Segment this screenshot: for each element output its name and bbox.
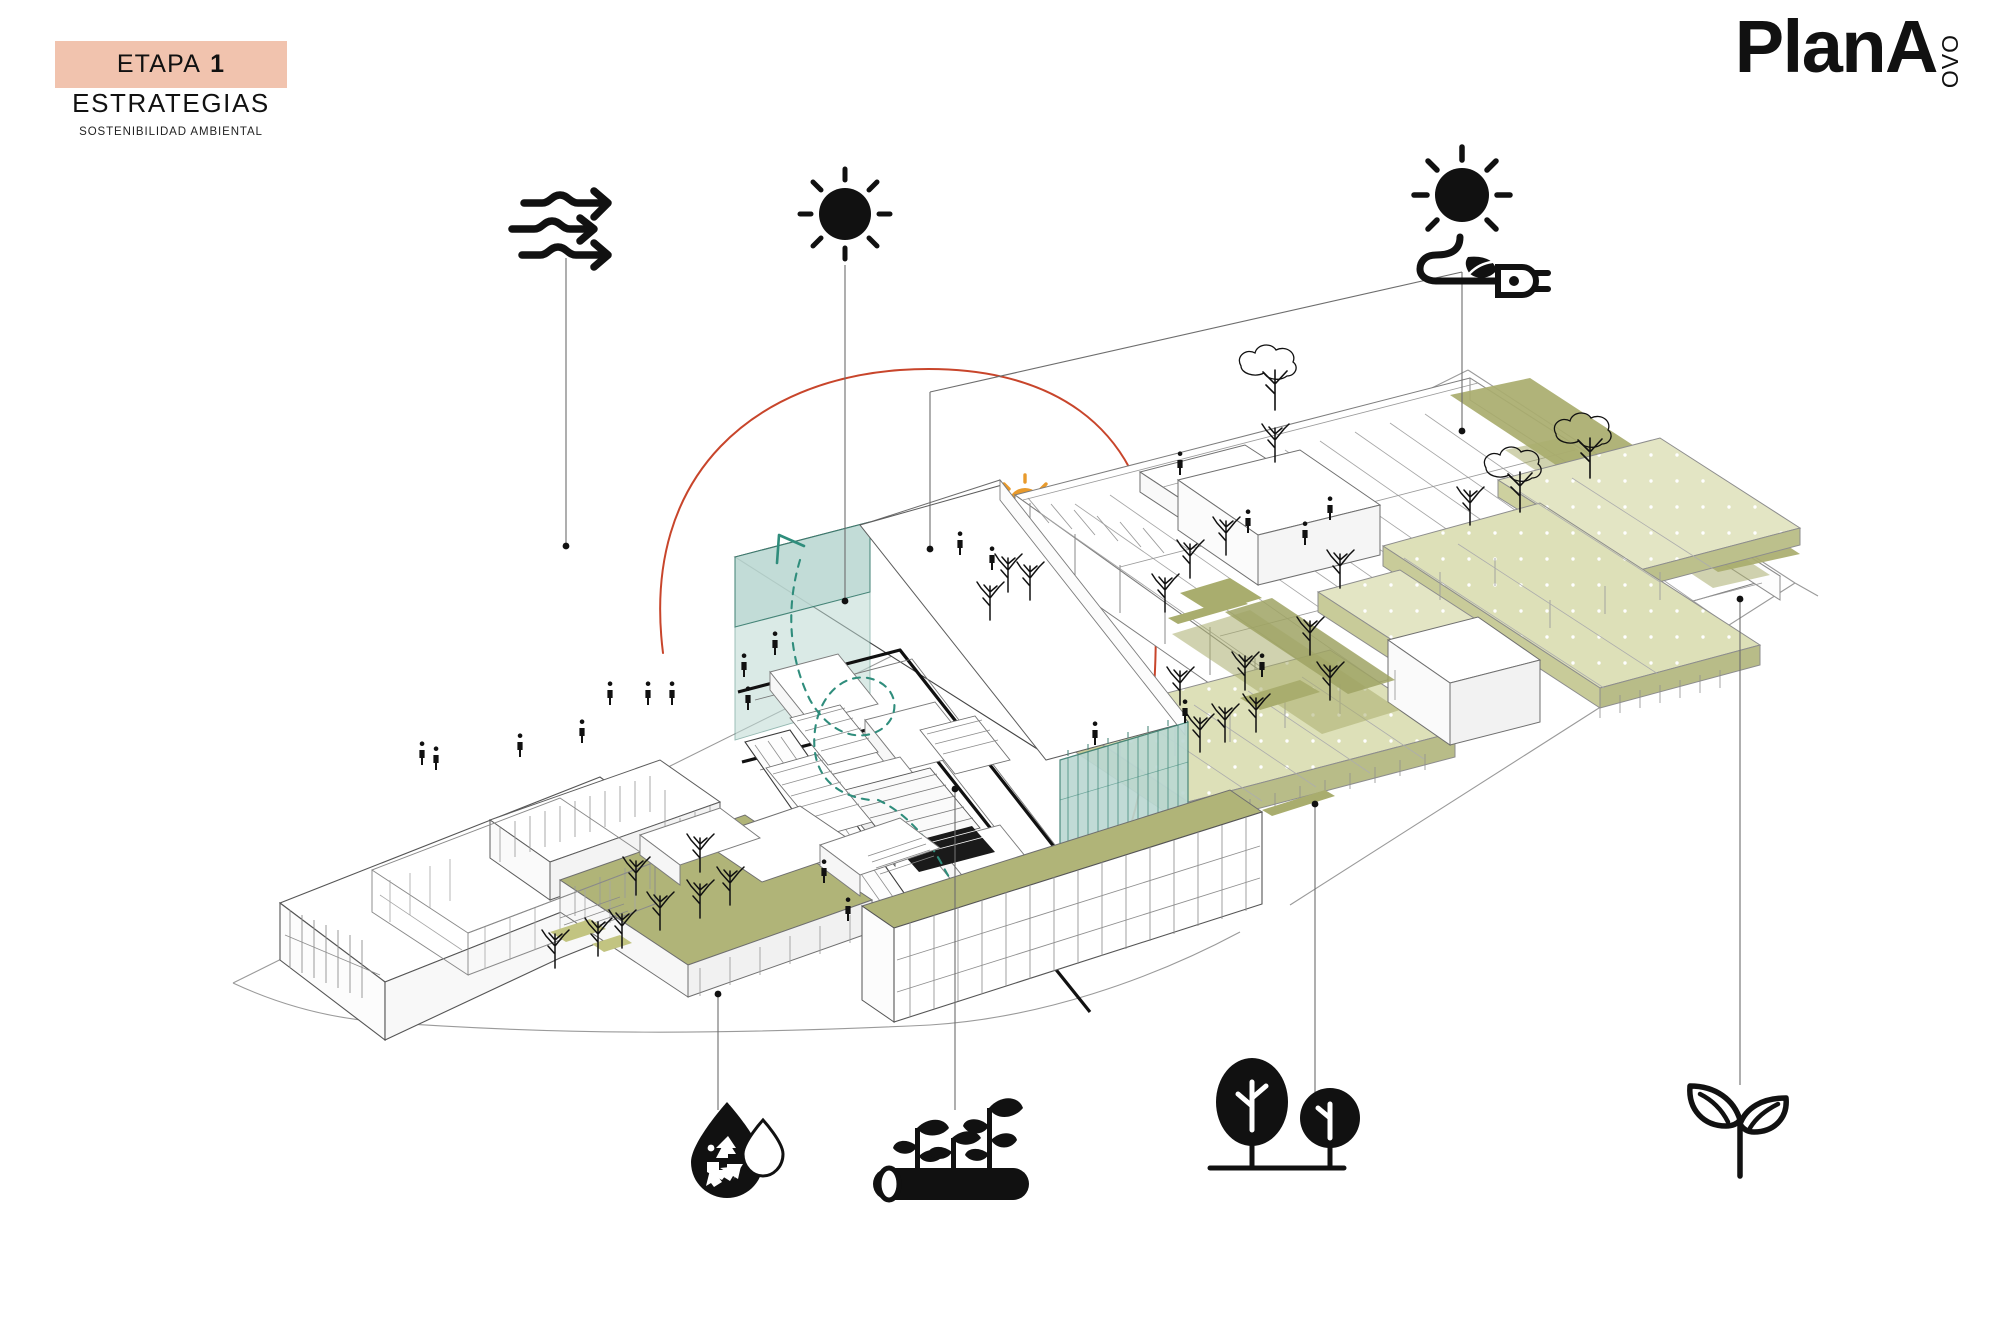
water-drop-recycle-icon [691,1102,785,1198]
stage-number: 1 [210,50,226,78]
leader-lines [565,258,1741,1110]
brand-logo: PlanA OVO [1734,5,1963,102]
green-roof-complex [1063,378,1802,828]
sprouts-planter-icon [873,1098,1029,1203]
leader-endpoints [562,427,1744,998]
page-title: ESTRATEGIAS [72,88,270,118]
page-subtitle: SOSTENIBILIDAD AMBIENTAL [79,126,263,138]
sun-plug-leaf-icon [1411,144,1551,298]
logo-wordmark: PlanA [1734,5,1939,88]
stage-label: ETAPA 1 [55,41,287,88]
stage-banner [55,41,287,88]
sprout-outline-icon [1687,1083,1789,1179]
building-west-wing [278,759,1264,1042]
stage-label-prefix: ETAPA [116,50,202,78]
two-trees-icon [1207,1058,1360,1171]
sun-icon [797,166,893,262]
wind-arrows-icon [508,187,612,271]
building-main-cutaway [733,478,1189,1014]
